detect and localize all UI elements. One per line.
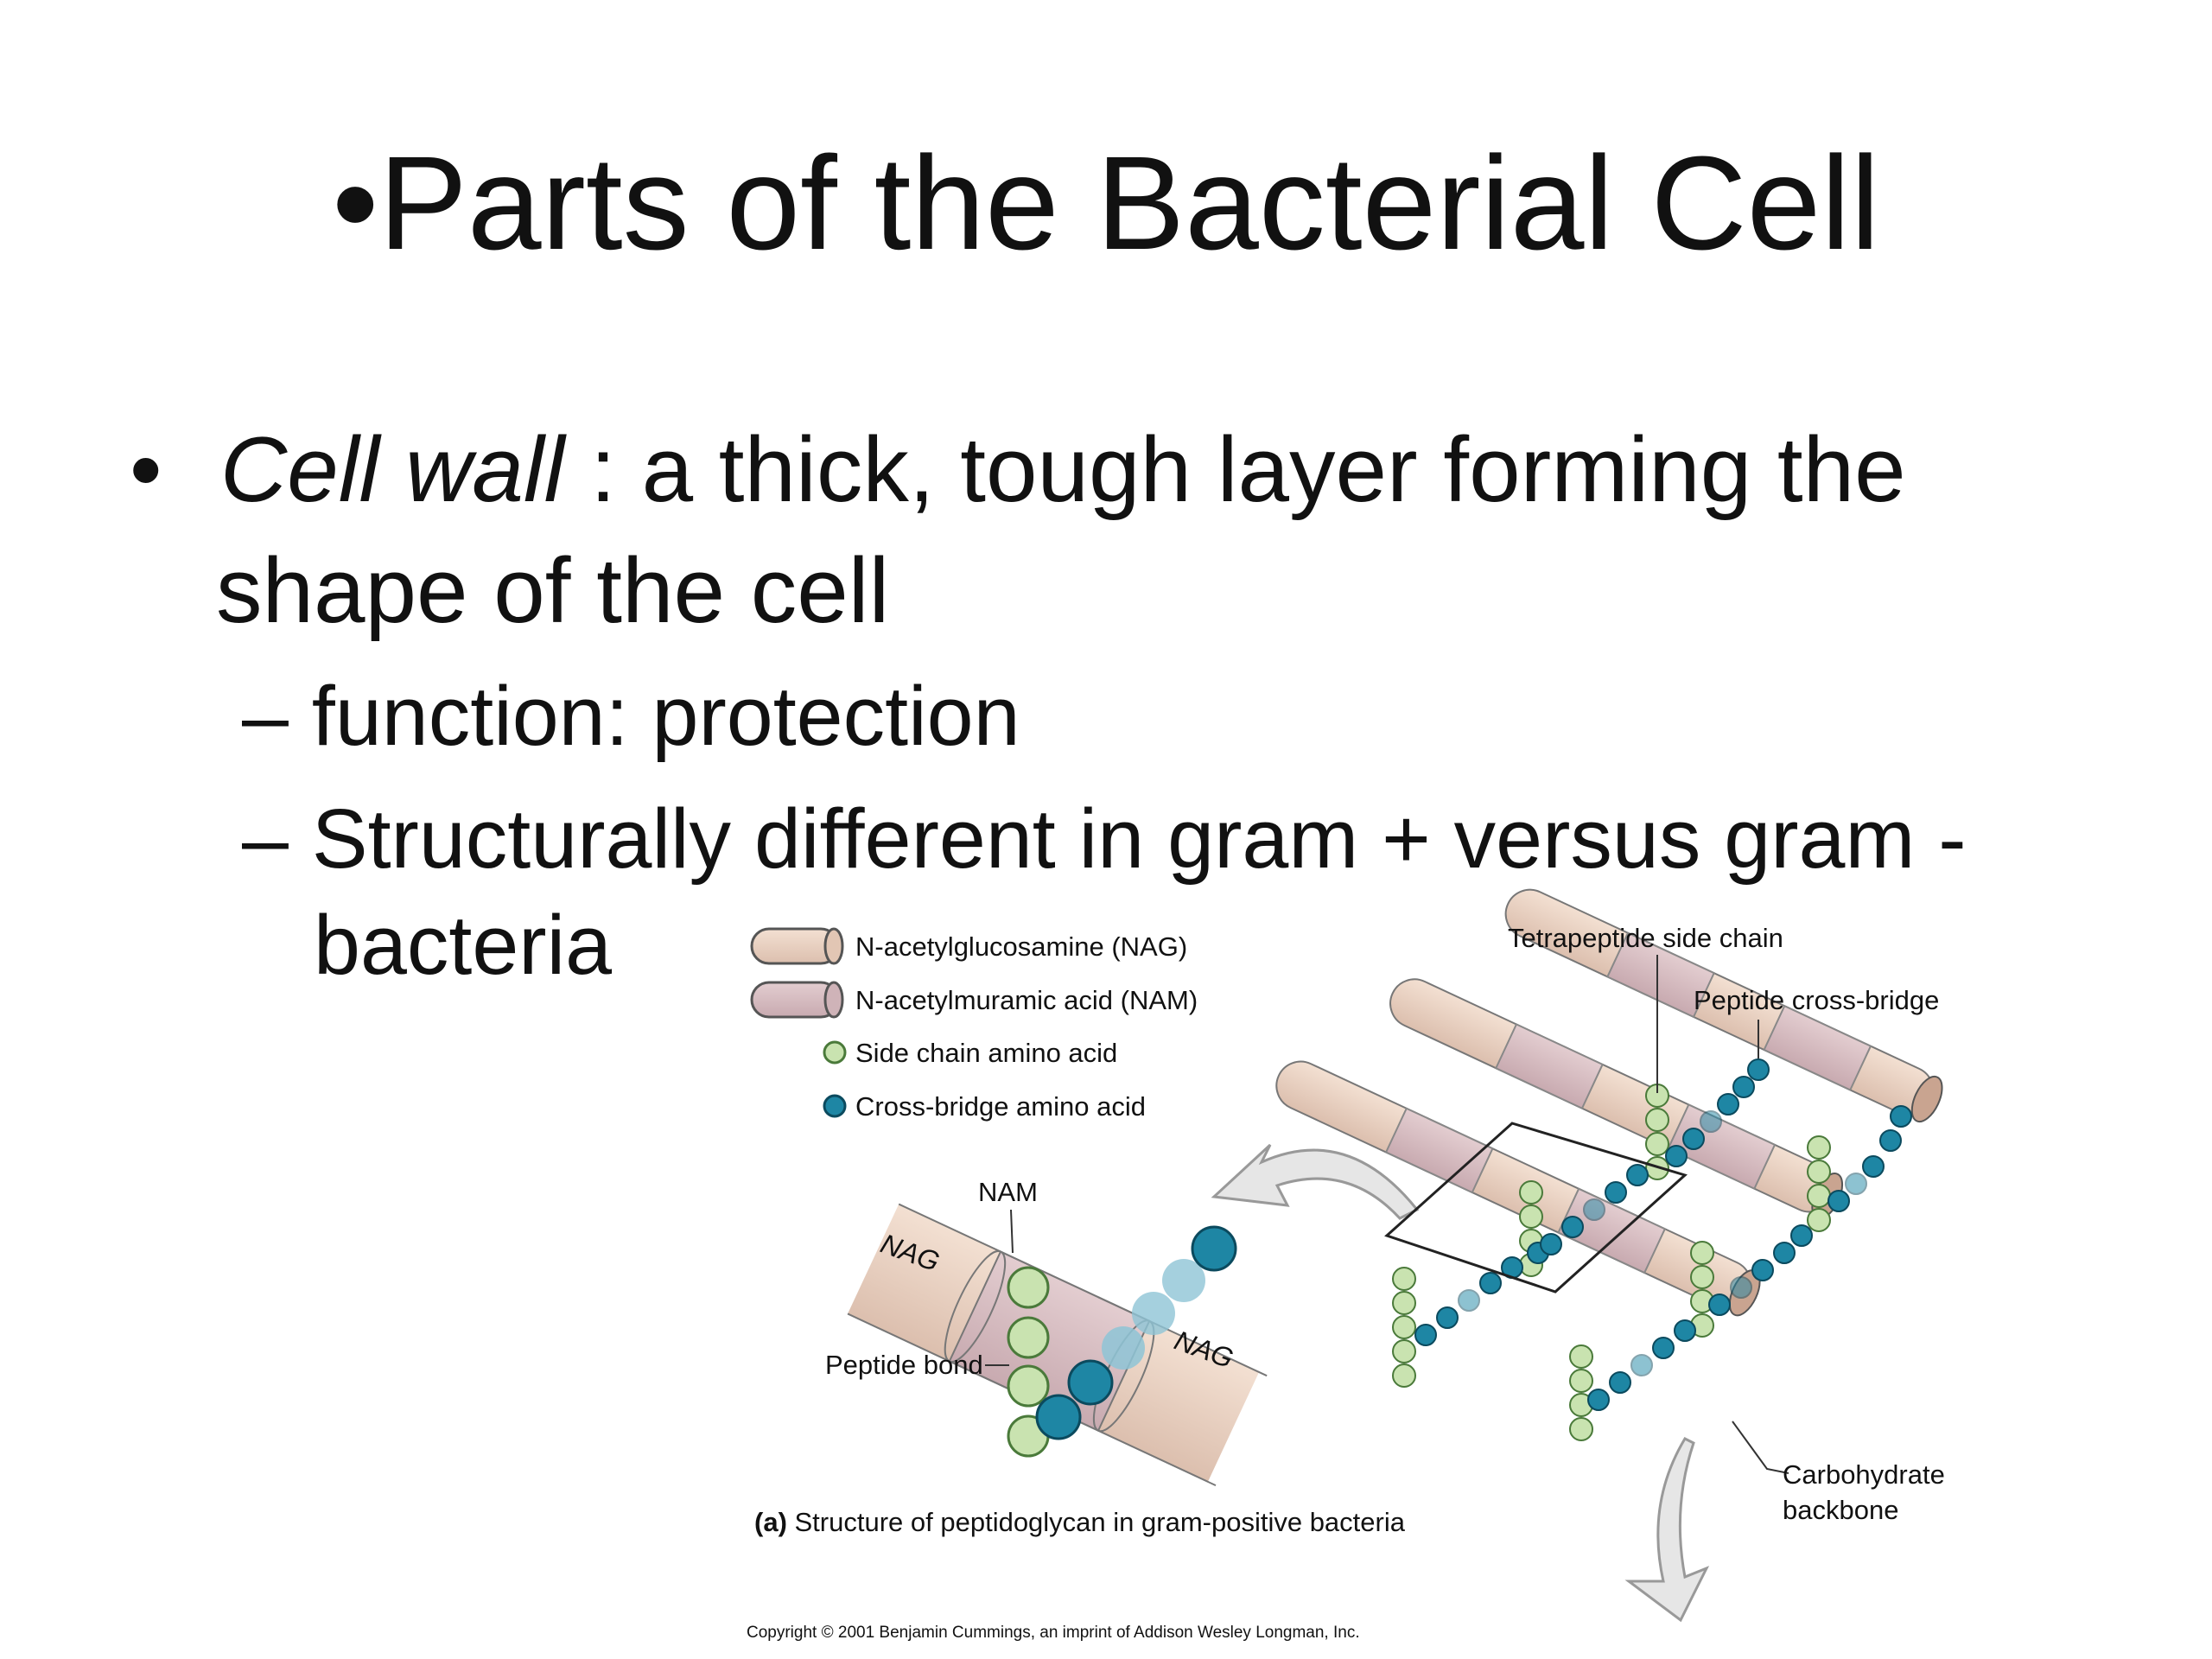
- legend-nam-swatch: [750, 981, 844, 1019]
- nam-label: NAM: [978, 1177, 1038, 1207]
- caption-part-label: (a): [754, 1507, 787, 1537]
- legend-side-chain-label: Side chain amino acid: [855, 1038, 1117, 1068]
- zoom-arrow: [1211, 1143, 1420, 1220]
- figure-caption: (a) Structure of peptidoglycan in gram-p…: [754, 1507, 1406, 1537]
- legend-side-chain-swatch: [823, 1040, 847, 1065]
- sub-item-function: – function: protection: [242, 669, 1020, 763]
- carbohydrate-label-1: Carbohydrate: [1783, 1459, 1945, 1490]
- bullet-marker: •: [130, 417, 162, 521]
- legend: N-acetylglucosamine (NAG) N-acetylmurami…: [750, 927, 1198, 1122]
- bullet-term: Cell wall: [220, 417, 565, 521]
- cross-bridge-label: Peptide cross-bridge: [1694, 985, 1939, 1015]
- legend-nag-label: N-acetylglucosamine (NAG): [855, 931, 1187, 962]
- tetrapeptide-label: Tetrapeptide side chain: [1508, 923, 1783, 953]
- down-arrow: [1624, 1437, 1710, 1623]
- enlarged-cross-bridge: [1035, 1225, 1237, 1440]
- peptide-bond-label: Peptide bond: [825, 1350, 983, 1380]
- lattice-cross-bridges: [1414, 1058, 1912, 1411]
- legend-cross-bridge-label: Cross-bridge amino acid: [855, 1091, 1146, 1122]
- copyright-text: Copyright © 2001 Benjamin Cummings, an i…: [747, 1624, 1360, 1642]
- bullet-cell-wall: Cell wall : a thick, tough layer forming…: [220, 423, 1906, 516]
- glycan-strand-2: [1389, 978, 1844, 1220]
- sub-item-structure: – Structurally different in gram + versu…: [242, 791, 1967, 886]
- carbohydrate-label-2: backbone: [1783, 1495, 1898, 1525]
- legend-nag-swatch: [750, 927, 844, 965]
- legend-nam-label: N-acetylmuramic acid (NAM): [855, 985, 1198, 1015]
- glycan-strand-3: [1504, 888, 1943, 1123]
- slide-title: •Parts of the Bacterial Cell: [332, 129, 1880, 277]
- sub-item-structure-cont: bacteria: [314, 898, 613, 992]
- caption-text: Structure of peptidoglycan in gram-posit…: [787, 1507, 1406, 1537]
- highlight-box: [1384, 1122, 1688, 1294]
- bullet-definition: : a thick, tough layer forming the: [564, 417, 1906, 521]
- bullet-line-2: shape of the cell: [216, 538, 890, 642]
- legend-cross-bridge-swatch: [823, 1094, 847, 1118]
